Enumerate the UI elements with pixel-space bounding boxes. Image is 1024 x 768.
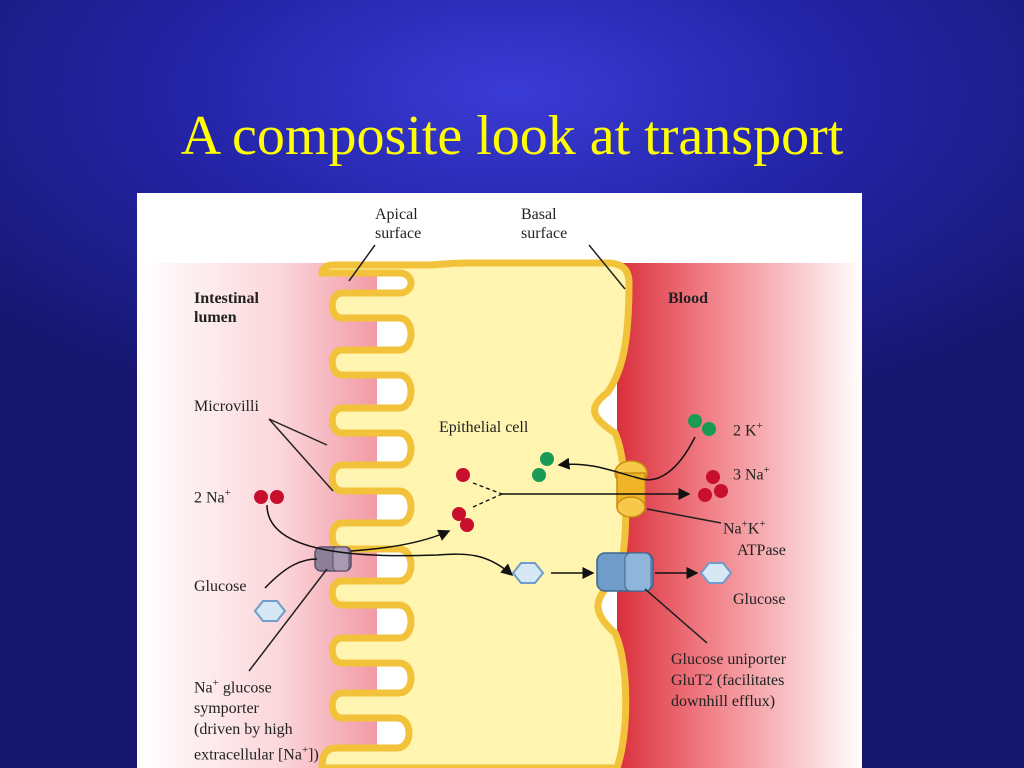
na-into-cell-arrow [350, 529, 451, 552]
glut2-uniporter [596, 552, 654, 592]
glucose-molecule [699, 562, 733, 584]
potassium-ion [702, 422, 716, 436]
microvilli-pointer-1 [268, 418, 328, 446]
sodium-ion [460, 518, 474, 532]
symporter-label: Na+ glucose symporter (driven by high ex… [194, 677, 319, 764]
glucose-left-label: Glucose [194, 578, 247, 595]
sodium-ion [456, 468, 470, 482]
glucose-molecule [253, 600, 287, 622]
k-in-arrow [557, 436, 696, 481]
glucose-molecule [511, 562, 545, 584]
basal-surface-label: Basal surface [521, 206, 568, 242]
symporter-pointer [248, 568, 328, 672]
epithelial-cell-membrane [318, 259, 633, 768]
sodium-ion [270, 490, 284, 504]
sodium-ion [452, 507, 466, 521]
na-left-label: 2 Na+ [194, 487, 231, 507]
potassium-ion [688, 414, 702, 428]
uniporter-pointer [644, 588, 708, 644]
na-k-atpase-pump [614, 460, 648, 518]
uniporter-label: Glucose uniporter GluT2 (facilitates dow… [671, 651, 787, 710]
potassium-ion [540, 452, 554, 466]
basal-surface-pointer [588, 244, 626, 290]
sodium-ion [254, 490, 268, 504]
intestinal-lumen-region [137, 263, 377, 768]
sodium-ion [714, 484, 728, 498]
transport-diagram-graphic [137, 244, 862, 768]
microvilli-pointer-2 [268, 418, 334, 492]
atpase-pointer [646, 508, 722, 524]
microvilli-label: Microvilli [194, 398, 259, 415]
na-right-label: 3 Na+ [733, 464, 770, 484]
sodium-ion [698, 488, 712, 502]
blood-label: Blood [668, 290, 709, 307]
slide-title: A composite look at transport [180, 105, 844, 167]
epithelial-cell-label: Epithelial cell [439, 419, 529, 436]
transport-diagram: Apical surface Basal surface Intestinal … [137, 193, 862, 768]
atpase-label: Na+K+ ATPase [723, 518, 786, 560]
sodium-ion [706, 470, 720, 484]
na-dashed-path-2 [472, 493, 503, 508]
glucose-right-label: Glucose [733, 591, 786, 608]
k-right-label: 2 K+ [733, 420, 763, 440]
na-glucose-entry-arrow [266, 504, 514, 576]
glucose-symporter-curve [264, 558, 318, 589]
na-dashed-path-1 [472, 482, 503, 495]
intestinal-lumen-label: Intestinal lumen [194, 290, 259, 326]
blood-region [617, 263, 862, 768]
apical-surface-pointer [348, 244, 376, 282]
potassium-ion [532, 468, 546, 482]
apical-surface-label: Apical surface [375, 206, 422, 242]
